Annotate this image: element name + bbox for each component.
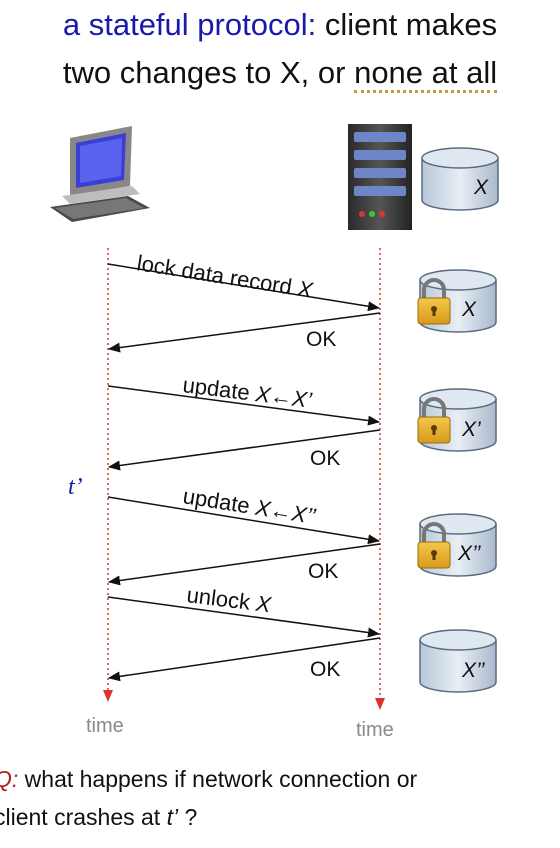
client-computer-icon xyxy=(50,126,150,222)
request-label-1: lock data record X xyxy=(135,250,315,303)
db-label-3: X’’ xyxy=(457,542,481,565)
question-line2-start: client crashes at xyxy=(0,804,167,830)
db-label-2: X’ xyxy=(461,418,481,441)
reply-label-2: OK xyxy=(310,447,340,470)
client-time-label: time xyxy=(86,715,124,737)
request-var-4: X xyxy=(254,591,274,618)
db-label-4: X’’ xyxy=(461,659,485,682)
title-line-1: a stateful protocol: client makes xyxy=(0,4,560,46)
request-arrow-4 xyxy=(107,596,380,638)
database-icon-4: X’’ xyxy=(419,629,497,693)
reply-arrow-1 xyxy=(108,312,381,353)
request-var-1: X xyxy=(295,276,316,303)
locked-database-icon-3: X’’ xyxy=(417,513,497,577)
request-text-4: unlock xyxy=(185,582,252,615)
request-text-3: update xyxy=(181,483,251,518)
request-text-2: update xyxy=(181,372,251,405)
request-var-3: X←X’’ xyxy=(253,495,319,529)
request-arrow-3 xyxy=(107,496,380,545)
request-arrow-2 xyxy=(107,385,380,426)
title-line1-rest: client makes xyxy=(316,7,498,42)
request-var-2: X←X’ xyxy=(253,381,314,413)
question-line-2: client crashes at t’ ? xyxy=(0,800,560,834)
db-label-top: X xyxy=(473,176,489,199)
locked-database-icon-1: X xyxy=(417,269,497,333)
request-label-3: update X←X’’ xyxy=(181,483,318,529)
title-underlined: none at all xyxy=(354,55,498,93)
title-line-2: two changes to X, or none at all xyxy=(0,52,560,94)
server-icon xyxy=(348,124,412,230)
question-line2-end: ? xyxy=(178,804,198,830)
title-line2-start: two changes to X, or xyxy=(62,55,355,90)
reply-label-1: OK xyxy=(306,328,336,351)
client-timeline-arrowhead xyxy=(103,690,113,702)
reply-label-4: OK xyxy=(310,658,340,681)
question-line-1: Q: what happens if network connection or xyxy=(0,762,560,796)
lock-icon xyxy=(422,522,446,544)
request-text-1: lock data record xyxy=(135,250,294,299)
question-line2-var: t’ xyxy=(166,804,179,830)
t-prime-label: t’ xyxy=(68,474,83,500)
reply-arrow-4 xyxy=(108,637,381,682)
question-line1-rest: what happens if network connection or xyxy=(18,766,418,792)
question-mark-label: Q: xyxy=(0,766,19,792)
database-icon: X xyxy=(421,147,499,211)
reply-arrow-2 xyxy=(108,429,381,471)
reply-label-3: OK xyxy=(308,560,338,583)
locked-database-icon-2: X’ xyxy=(417,388,497,452)
server-time-label: time xyxy=(356,719,394,741)
reply-arrow-3 xyxy=(108,543,381,586)
title-highlight: a stateful protocol: xyxy=(62,7,317,42)
db-label-1: X xyxy=(461,298,477,321)
lock-icon xyxy=(422,397,446,419)
request-arrow-1 xyxy=(107,263,380,312)
server-timeline-arrowhead xyxy=(375,698,385,710)
request-label-4: unlock X xyxy=(185,582,273,617)
request-label-2: update X←X’ xyxy=(181,372,314,413)
lock-icon xyxy=(422,278,446,300)
